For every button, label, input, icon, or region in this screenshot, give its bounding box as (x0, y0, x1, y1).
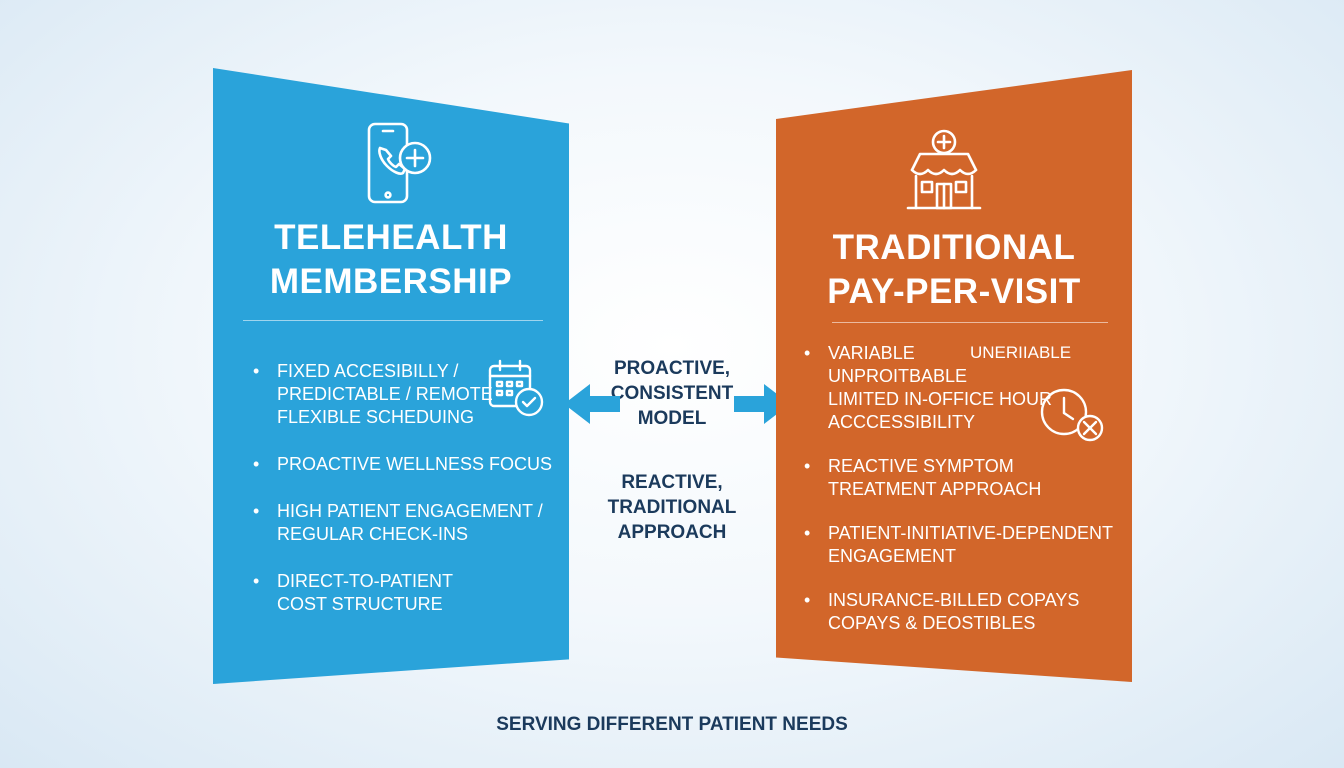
clinic-building-icon (906, 129, 982, 210)
list-item: INSURANCE-BILLED COPAYS COPAYS & DEOSTIB… (804, 589, 1124, 635)
arrow-left-icon (564, 384, 620, 424)
panel-title: TELEHEALTH MEMBERSHIP (269, 218, 513, 301)
phone-medical-icon (367, 122, 432, 204)
reactive-approach-label: REACTIVE, TRADITIONAL APPROACH (607, 472, 737, 543)
divider (243, 320, 543, 321)
telehealth-membership-panel: TELEHEALTH MEMBERSHIP FIXED ACCESIBILLY … (213, 68, 569, 684)
list-item: HIGH PATIENT ENGAGEMENT / REGULAR CHECK-… (253, 500, 553, 546)
traditional-pay-per-visit-panel: TRADITIONAL PAY-PER-VISIT UNERIIABLE VAR… (776, 70, 1132, 682)
traditional-points-list: VARIABLE UNPROITBABLE LIMITED IN-OFFICE … (804, 342, 1124, 656)
telehealth-points-list: FIXED ACCESIBILLY / PREDICTABLE / REMOTE… (253, 360, 553, 640)
divider (832, 322, 1108, 323)
list-item: VARIABLE UNPROITBABLE LIMITED IN-OFFICE … (804, 342, 1124, 434)
list-item: REACTIVE SYMPTOM TREATMENT APPROACH (804, 455, 1124, 501)
caption: SERVING DIFFERENT PATIENT NEEDS (496, 714, 848, 735)
list-item: PATIENT-INITIATIVE-DEPENDENT ENGAGEMENT (804, 522, 1124, 568)
list-item: PROACTIVE WELLNESS FOCUS (253, 453, 553, 476)
list-item: DIRECT-TO-PATIENT COST STRUCTURE (253, 570, 553, 616)
list-item: FIXED ACCESIBILLY / PREDICTABLE / REMOTE… (253, 360, 553, 429)
panel-title: TRADITIONAL PAY-PER-VISIT (827, 228, 1081, 311)
proactive-model-label: PROACTIVE, CONSISTENT MODEL (610, 358, 734, 429)
